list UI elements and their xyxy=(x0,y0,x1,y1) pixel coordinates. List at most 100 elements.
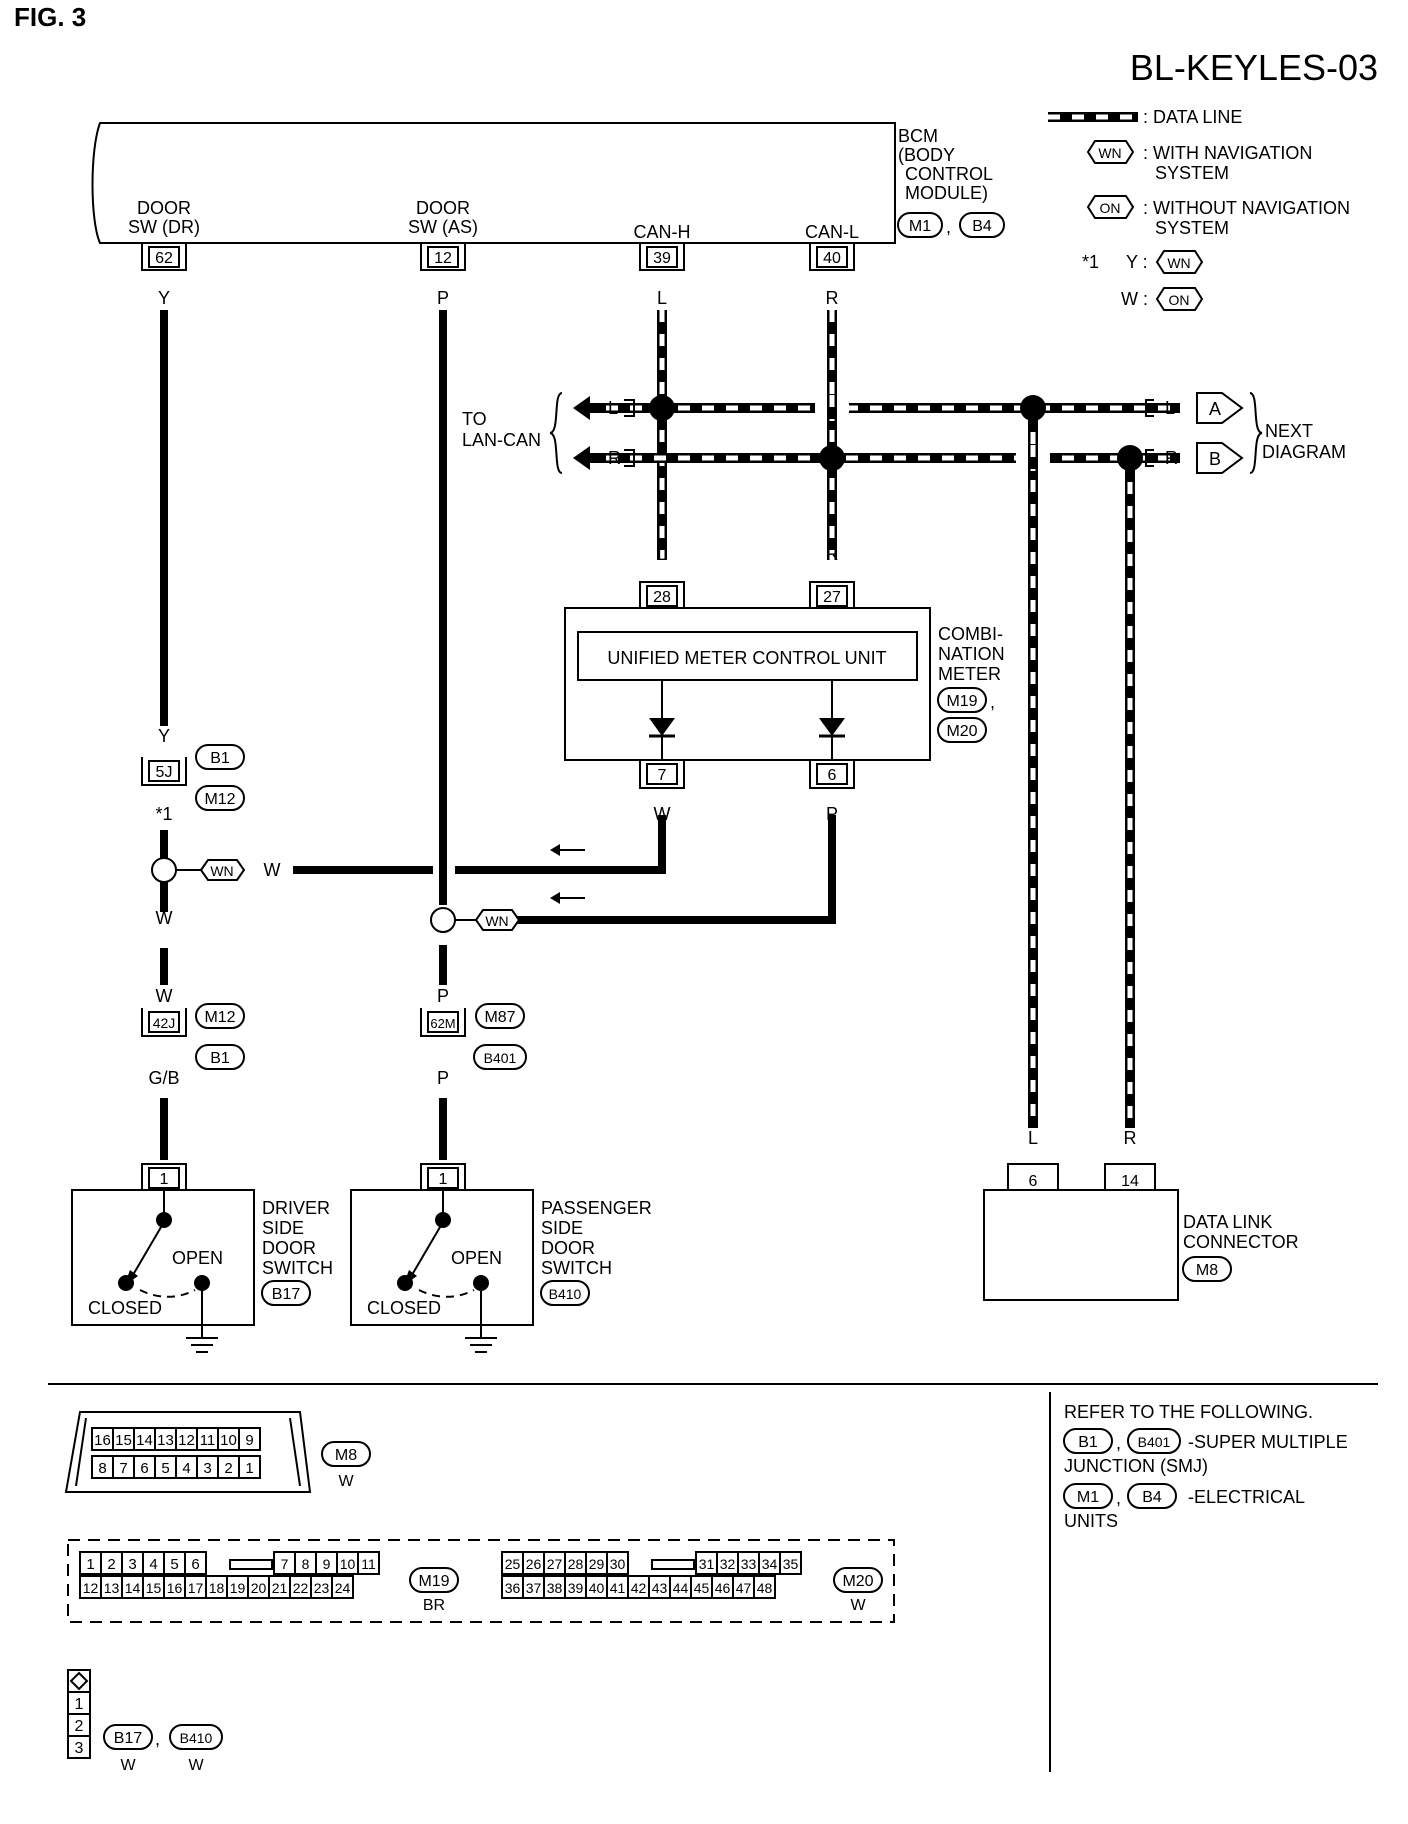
pin-number: 8 xyxy=(302,1556,310,1572)
note-y: Y : xyxy=(1126,252,1148,272)
svg-text:40: 40 xyxy=(823,250,841,267)
svg-text:B: B xyxy=(1209,449,1221,469)
pin-number: 5 xyxy=(170,1556,178,1573)
pin-number: 1 xyxy=(75,1696,84,1713)
pin-number: 17 xyxy=(188,1580,204,1596)
connector-tag-b410 xyxy=(169,1724,223,1750)
pin-number: 45 xyxy=(694,1580,710,1596)
wire-color-label: R xyxy=(826,544,839,564)
legend-on-desc: : WITHOUT NAVIGATION xyxy=(1143,198,1350,218)
pin-number: 47 xyxy=(736,1580,752,1596)
pin-number: 28 xyxy=(568,1556,584,1572)
pin-number: 4 xyxy=(182,1460,190,1477)
svg-text:REFER TO THE FOLLOWING.: REFER TO THE FOLLOWING. xyxy=(1064,1402,1313,1422)
svg-text:W: W xyxy=(188,1757,204,1774)
svg-text:WN: WN xyxy=(210,863,233,879)
svg-text:LAN-CAN: LAN-CAN xyxy=(462,430,541,450)
connector-tag-b401 xyxy=(1127,1428,1181,1454)
star-note: *1 xyxy=(155,804,172,824)
pin-number: 42 xyxy=(631,1580,647,1596)
svg-text:A: A xyxy=(1209,399,1221,419)
svg-text:62M: 62M xyxy=(430,1016,455,1031)
svg-text:UNITS: UNITS xyxy=(1064,1511,1118,1531)
pin-cell xyxy=(753,1575,776,1599)
svg-text:BR: BR xyxy=(423,1597,445,1614)
svg-text:JUNCTION (SMJ): JUNCTION (SMJ) xyxy=(1064,1456,1208,1476)
pin-number: 11 xyxy=(361,1556,376,1572)
svg-text:1: 1 xyxy=(439,1171,448,1188)
svg-text:SYSTEM: SYSTEM xyxy=(1155,218,1229,238)
wire-color-label: R xyxy=(1124,1128,1137,1148)
svg-text:UNIFIED METER CONTROL UNIT: UNIFIED METER CONTROL UNIT xyxy=(607,648,886,668)
pin-number: 7 xyxy=(119,1460,127,1477)
pin-number: 2 xyxy=(107,1556,115,1573)
wire-color-label: R xyxy=(826,288,839,308)
svg-text:DOOR: DOOR xyxy=(541,1238,595,1258)
pin-number: 12 xyxy=(83,1580,99,1596)
junction-connector-62m xyxy=(427,1011,459,1033)
svg-text:WN: WN xyxy=(1167,255,1190,271)
wire-color-label: G/B xyxy=(148,1068,179,1088)
diagram-code: BL-KEYLES-03 xyxy=(1130,47,1378,88)
can-l-line xyxy=(582,310,1180,1128)
pin-number: 4 xyxy=(149,1556,157,1573)
svg-text:12: 12 xyxy=(434,250,452,267)
svg-text:M12: M12 xyxy=(204,1009,235,1026)
option-splice xyxy=(430,907,456,933)
next-diagram-tag-b xyxy=(1196,442,1244,474)
svg-text:W: W xyxy=(850,1597,866,1614)
driver-door-switch: 1 OPEN CLOSED DRIVER SIDE DOOR SWITCH B1… xyxy=(71,1163,333,1353)
pin-number: 34 xyxy=(762,1556,778,1572)
svg-text:SIDE: SIDE xyxy=(262,1218,304,1238)
connector-tag-m1 xyxy=(897,212,943,238)
svg-text:MODULE): MODULE) xyxy=(905,183,988,203)
flow-arrows xyxy=(550,844,585,904)
connector-tag-m1 xyxy=(1063,1483,1113,1509)
pin-number: 9 xyxy=(245,1432,253,1449)
svg-text:L: L xyxy=(1165,398,1175,418)
svg-text:,: , xyxy=(1116,1488,1121,1508)
svg-text:COMBI-: COMBI- xyxy=(938,624,1003,644)
pin-number: 7 xyxy=(281,1556,289,1572)
pin-number: 46 xyxy=(715,1580,731,1596)
pin-number: 41 xyxy=(610,1580,626,1596)
wire-color-label: W xyxy=(264,860,281,880)
on-tag-icon xyxy=(1155,287,1204,311)
svg-text:14: 14 xyxy=(1121,1173,1139,1190)
pin-number: 25 xyxy=(505,1556,521,1572)
splice-dot xyxy=(1117,445,1143,471)
svg-text:B17: B17 xyxy=(114,1730,143,1747)
svg-text:M19: M19 xyxy=(418,1573,449,1590)
wire-color-label: P xyxy=(437,1068,449,1088)
pin-number: 20 xyxy=(251,1580,267,1596)
splice-dot xyxy=(1020,395,1046,421)
wire-color-label: P xyxy=(826,804,838,824)
pin-number: 39 xyxy=(568,1580,584,1596)
connector-tag-m20 xyxy=(833,1567,883,1593)
pin-number: 48 xyxy=(757,1580,773,1596)
pin-number: 3 xyxy=(203,1460,211,1477)
svg-text:5J: 5J xyxy=(156,764,173,781)
on-tag-icon xyxy=(1086,195,1135,219)
pin-cell xyxy=(331,1575,354,1599)
connector-tag-b1 xyxy=(195,744,245,770)
next-diagram-tag-a xyxy=(1196,392,1244,424)
svg-text:R: R xyxy=(1165,448,1178,468)
wire-color-label: L xyxy=(1028,1128,1038,1148)
svg-text:27: 27 xyxy=(823,589,841,606)
svg-text:SYSTEM: SYSTEM xyxy=(1155,163,1229,183)
pin-cell xyxy=(357,1551,380,1575)
pin-number: 10 xyxy=(220,1432,237,1449)
svg-text:ON: ON xyxy=(1100,200,1121,216)
pin-number: 22 xyxy=(293,1580,309,1596)
svg-text:NEXT: NEXT xyxy=(1265,421,1313,441)
svg-text:M1: M1 xyxy=(1077,1489,1099,1506)
pin-number: 13 xyxy=(157,1432,174,1449)
svg-text:-SUPER MULTIPLE: -SUPER MULTIPLE xyxy=(1188,1432,1348,1452)
